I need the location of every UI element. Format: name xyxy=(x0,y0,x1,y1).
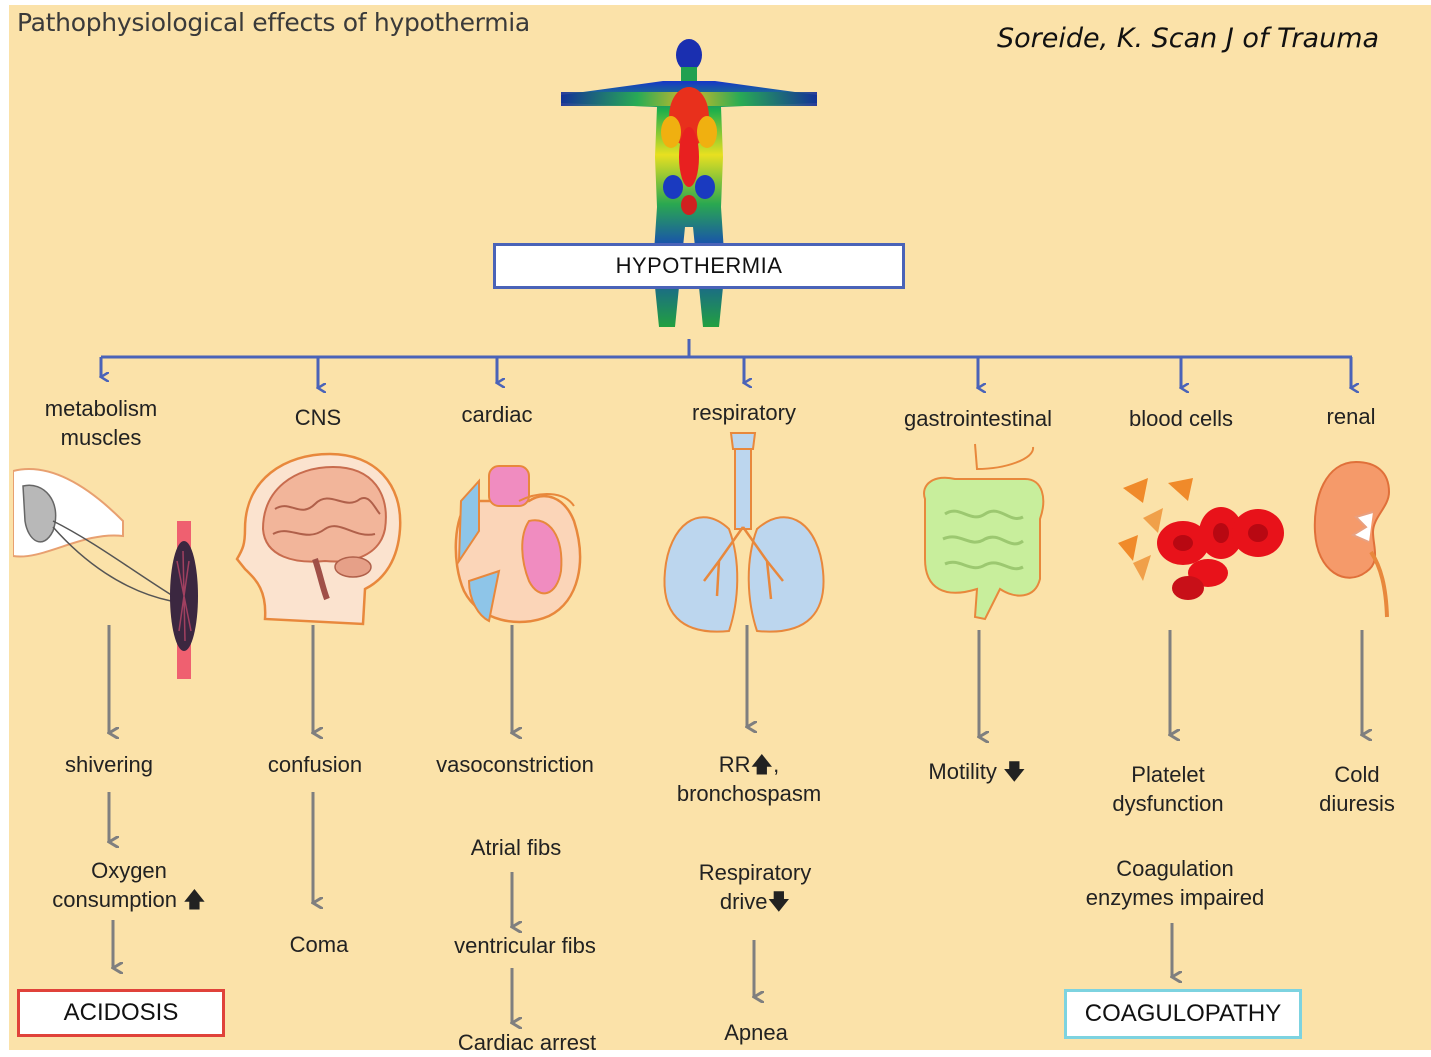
branch-label-blood-cells: blood cells xyxy=(1129,404,1233,433)
effect-cardiac-arrest: Cardiac arrest xyxy=(458,1028,596,1057)
effect-vasoconstriction: vasoconstriction xyxy=(436,750,594,779)
effect-rr-bronchospasm: RR🡅, bronchospasm xyxy=(677,750,821,808)
hypothermia-box: HYPOTHERMIA xyxy=(493,243,905,289)
flow-arrows xyxy=(109,625,1362,1023)
branch-label-metabolism: metabolism muscles xyxy=(45,394,157,452)
muscle-nerve-icon xyxy=(13,461,203,681)
effect-confusion: confusion xyxy=(268,750,362,779)
branch-label-cns: CNS xyxy=(295,403,341,432)
kidney-icon xyxy=(1311,457,1401,622)
branch-label-text: metabolism muscles xyxy=(45,396,157,450)
effect-oxygen-consumption: Oxygen consumption 🡅 xyxy=(52,856,205,914)
intestine-icon xyxy=(915,439,1055,624)
tree-lines xyxy=(101,339,1352,388)
effect-ventricular-fibs: ventricular fibs xyxy=(454,931,596,960)
effect-motility: Motility 🡇 xyxy=(928,757,1025,786)
heart-icon xyxy=(449,461,589,631)
brain-head-icon xyxy=(235,449,405,629)
branch-label-cardiac: cardiac xyxy=(462,400,533,429)
lungs-icon xyxy=(659,431,827,639)
effect-apnea: Apnea xyxy=(724,1018,788,1047)
branch-label-gastrointestinal: gastrointestinal xyxy=(904,404,1052,433)
effect-shivering: shivering xyxy=(65,750,153,779)
branch-label-renal: renal xyxy=(1327,402,1376,431)
blood-cells-icon xyxy=(1113,473,1293,613)
outcome-acidosis: ACIDOSIS xyxy=(17,989,225,1037)
effect-coagulation-enzymes: Coagulation enzymes impaired xyxy=(1086,854,1265,912)
effect-coma: Coma xyxy=(290,930,349,959)
effect-platelet-dysfunction: Platelet dysfunction xyxy=(1112,760,1223,818)
diagram-canvas: Pathophysiological effects of hypothermi… xyxy=(9,5,1431,1050)
branch-label-respiratory: respiratory xyxy=(692,398,796,427)
effect-respiratory-drive: Respiratory drive🡇 xyxy=(699,858,811,916)
outcome-coagulopathy: COAGULOPATHY xyxy=(1064,989,1302,1039)
effect-cold-diuresis: Cold diuresis xyxy=(1319,760,1395,818)
effect-atrial-fibs: Atrial fibs xyxy=(471,833,561,862)
